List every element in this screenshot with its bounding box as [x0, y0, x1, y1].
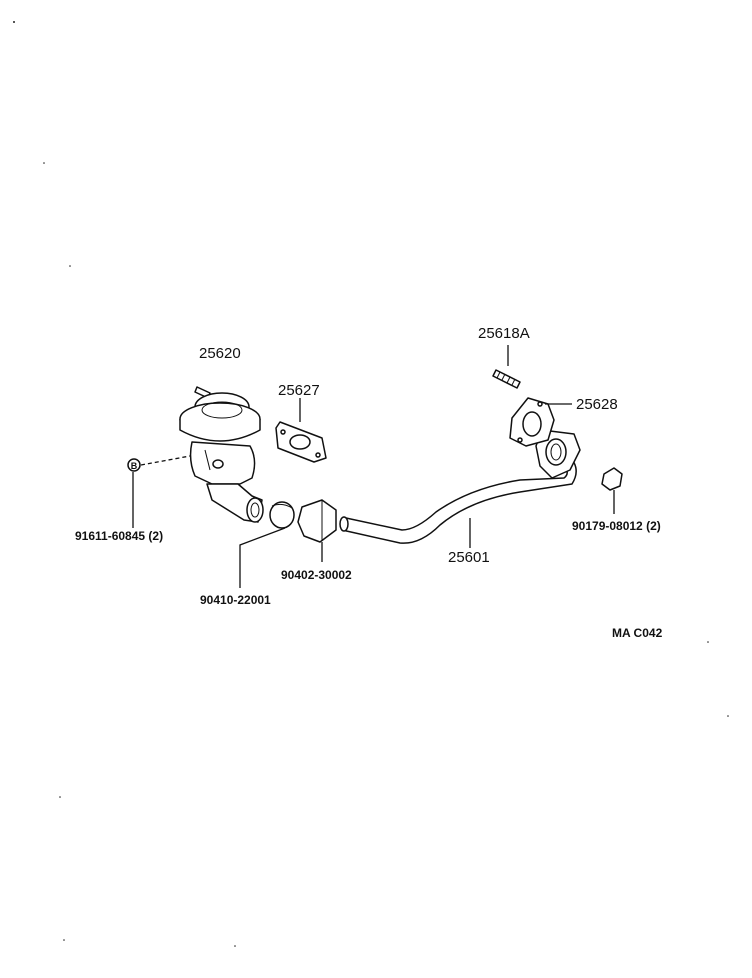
label-25627: 25627 [278, 382, 320, 399]
label-90179: 90179-08012 (2) [572, 519, 661, 533]
egr-valve-part [179, 386, 264, 523]
egr-pipe-part [339, 429, 581, 548]
label-91611: 91611-60845 (2) [75, 529, 163, 543]
label-25618a: 25618A [478, 325, 530, 342]
label-90402: 90402-30002 [281, 568, 352, 582]
label-25601: 25601 [448, 549, 490, 566]
bolt-part: B [127, 455, 191, 528]
label-90410: 90410-22001 [200, 593, 271, 607]
label-ref-code: MA C042 [612, 626, 663, 640]
bolt-marker: B [131, 461, 138, 471]
label-25628: 25628 [576, 396, 618, 413]
union-part [297, 499, 337, 562]
stud-part [492, 345, 521, 389]
gasket-25628-part [509, 397, 572, 447]
plug-part [239, 501, 295, 588]
gasket-25627-part [275, 398, 327, 463]
scan-specks [13, 21, 729, 947]
nut-part [601, 467, 623, 514]
label-25620: 25620 [199, 345, 241, 362]
